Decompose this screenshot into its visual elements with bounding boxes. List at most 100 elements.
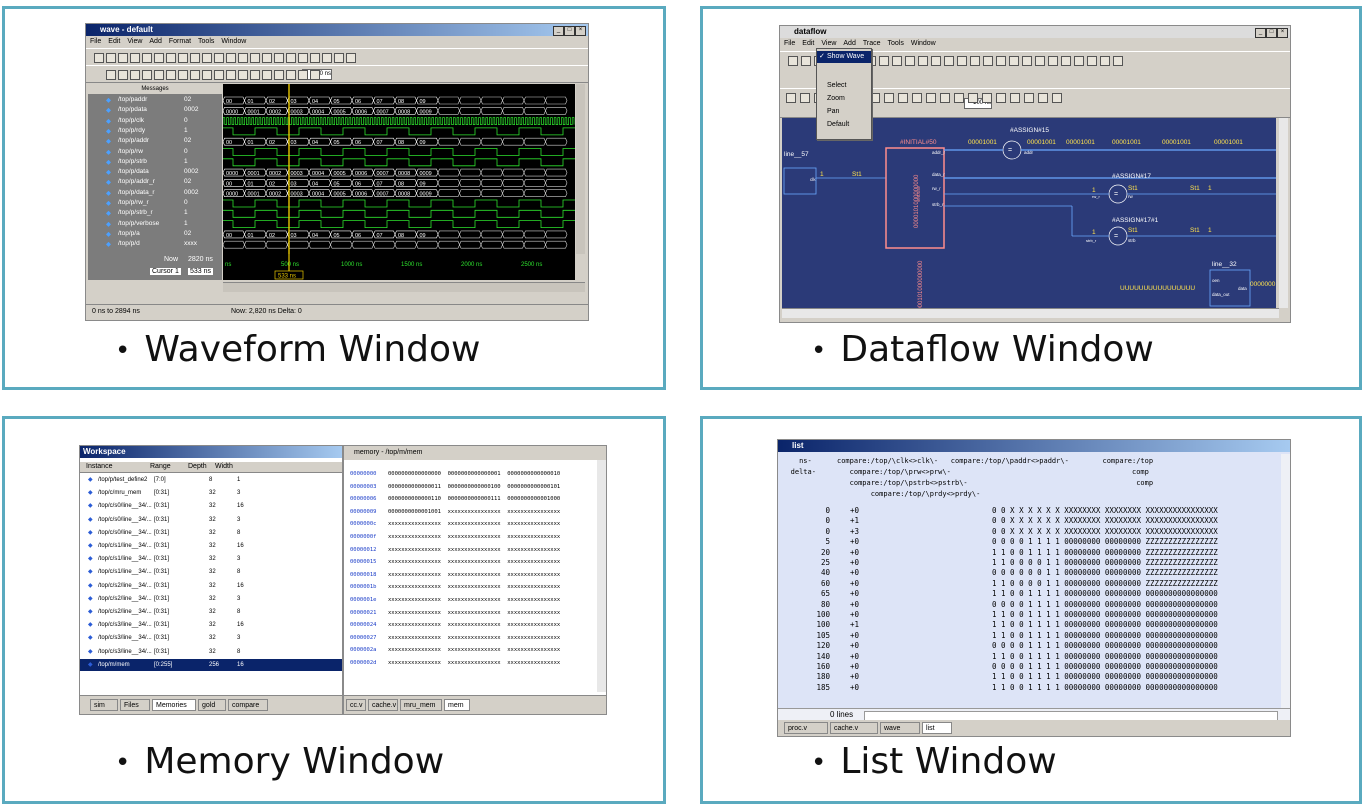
toolbar-icon[interactable] (154, 70, 164, 80)
vscroll[interactable] (1281, 454, 1290, 708)
toolbar-icon[interactable] (892, 56, 902, 66)
toolbar-icon[interactable] (250, 53, 260, 63)
column-header[interactable]: Range (150, 463, 171, 470)
toolbar-icon[interactable] (1038, 93, 1048, 103)
toolbar-icon[interactable] (166, 53, 176, 63)
toolbar-icon[interactable] (786, 93, 796, 103)
memory-tab-cc-v[interactable]: cc.v (346, 699, 366, 711)
toolbar-icon[interactable] (801, 56, 811, 66)
minimize-button[interactable]: _ (1255, 28, 1266, 38)
toolbar-icon[interactable] (1010, 93, 1020, 103)
toolbar-icon[interactable] (130, 70, 140, 80)
memory-tab-cache-v[interactable]: cache.v (368, 699, 398, 711)
df-menu-trace[interactable]: Trace (862, 40, 881, 47)
toolbar-icon[interactable] (1035, 56, 1045, 66)
workspace-tab-compare[interactable]: compare (228, 699, 268, 711)
toolbar-icon[interactable] (970, 56, 980, 66)
toolbar-icon[interactable] (298, 70, 308, 80)
toolbar-icon[interactable] (968, 93, 978, 103)
toolbar-icon[interactable] (226, 53, 236, 63)
toolbar-icon[interactable] (202, 70, 212, 80)
vscroll[interactable] (576, 84, 585, 254)
toolbar-icon[interactable] (996, 93, 1006, 103)
toolbar-icon[interactable] (94, 53, 104, 63)
wave-menu-add[interactable]: Add (149, 38, 162, 45)
wave-menu-tools[interactable]: Tools (198, 38, 215, 45)
toolbar-icon[interactable] (118, 53, 128, 63)
process-block[interactable] (783, 167, 817, 195)
toolbar-icon[interactable] (1009, 56, 1019, 66)
toolbar-icon[interactable] (166, 70, 176, 80)
toolbar-icon[interactable] (983, 56, 993, 66)
toolbar-icon[interactable] (106, 53, 116, 63)
memory-tab-mru_mem[interactable]: mru_mem (400, 699, 442, 711)
vscroll[interactable] (597, 460, 606, 692)
toolbar-icon[interactable] (905, 56, 915, 66)
toolbar-icon[interactable] (142, 53, 152, 63)
workspace-tab-sim[interactable]: sim (90, 699, 118, 711)
df-menu-view[interactable]: View (821, 40, 837, 47)
toolbar-icon[interactable] (262, 70, 272, 80)
toolbar-icon[interactable] (926, 93, 936, 103)
list-tab-cache-v[interactable]: cache.v (830, 722, 878, 734)
toolbar-icon[interactable] (238, 53, 248, 63)
process-block[interactable] (1209, 269, 1251, 307)
toolbar-icon[interactable] (274, 53, 284, 63)
df-menu-file[interactable]: File (784, 40, 796, 47)
toolbar-icon[interactable] (1061, 56, 1071, 66)
memory-tab-mem[interactable]: mem (444, 699, 470, 711)
view-menu-item[interactable]: Select (827, 82, 847, 89)
maximize-button[interactable]: □ (1266, 28, 1277, 38)
workspace-tab-memories[interactable]: Memories (152, 699, 196, 711)
toolbar-icon[interactable] (1087, 56, 1097, 66)
toolbar-icon[interactable] (884, 93, 894, 103)
wave-menu-view[interactable]: View (127, 38, 143, 45)
toolbar-icon[interactable] (238, 70, 248, 80)
toolbar-icon[interactable] (190, 53, 200, 63)
toolbar-icon[interactable] (1024, 93, 1034, 103)
toolbar-icon[interactable] (898, 93, 908, 103)
toolbar-icon[interactable] (1048, 56, 1058, 66)
vscroll[interactable] (1279, 118, 1288, 308)
toolbar-icon[interactable] (954, 93, 964, 103)
column-header[interactable]: Width (215, 463, 233, 470)
close-button[interactable]: × (575, 26, 586, 36)
list-tab-proc-v[interactable]: proc.v (784, 722, 828, 734)
minimize-button[interactable]: _ (553, 26, 564, 36)
toolbar-icon[interactable] (879, 56, 889, 66)
df-menu-edit[interactable]: Edit (802, 40, 815, 47)
toolbar-icon[interactable] (940, 93, 950, 103)
toolbar-icon[interactable] (912, 93, 922, 103)
toolbar-icon[interactable] (250, 70, 260, 80)
toolbar-icon[interactable] (788, 56, 798, 66)
toolbar-icon[interactable] (1113, 56, 1123, 66)
workspace-tab-files[interactable]: Files (120, 699, 150, 711)
maximize-button[interactable]: □ (564, 26, 575, 36)
toolbar-icon[interactable] (1052, 93, 1062, 103)
toolbar-icon[interactable] (178, 53, 188, 63)
list-tab-list[interactable]: list (922, 722, 952, 734)
